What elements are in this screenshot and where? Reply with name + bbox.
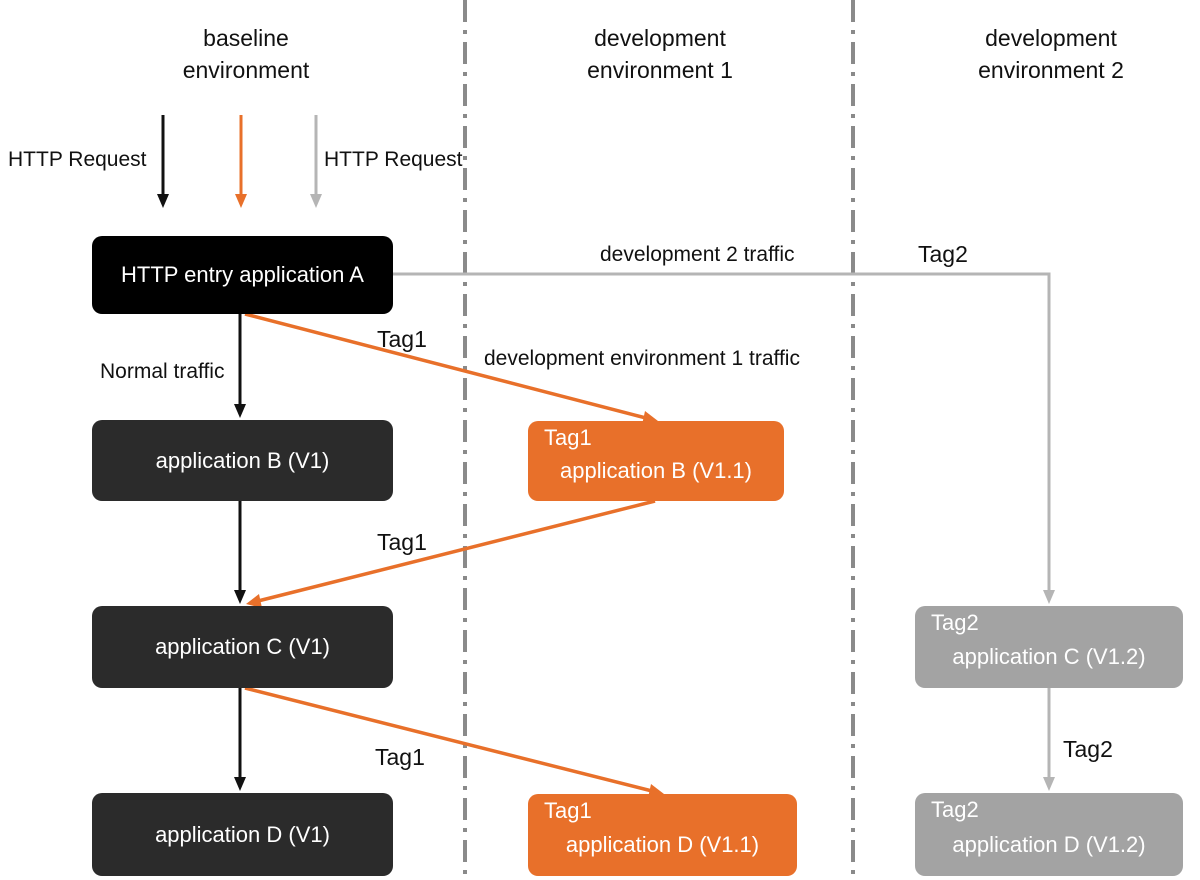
edge-b-to-c: [234, 501, 246, 604]
header-line: development: [985, 25, 1117, 51]
node-application-d-v1-2[interactable]: Tag2 application D (V1.2): [915, 793, 1183, 876]
edge-a-to-b: [234, 314, 246, 418]
node-application-c-v1[interactable]: application C (V1): [92, 606, 393, 688]
request-arrow-black: [157, 115, 169, 208]
tag2-label-top: Tag2: [918, 241, 968, 267]
node-tag: Tag1: [544, 798, 592, 823]
header-line: baseline: [203, 25, 289, 51]
request-arrow-gray: [310, 115, 322, 208]
header-line: environment 1: [587, 57, 733, 83]
node-http-entry-application-a[interactable]: HTTP entry application A: [92, 236, 393, 314]
header-line: environment: [182, 57, 310, 83]
edge-c-v12-to-d-v12: [1043, 688, 1055, 791]
http-request-label-left: HTTP Request: [8, 148, 147, 171]
node-application-d-v1[interactable]: application D (V1): [92, 793, 393, 876]
tag1-label-c-to-d: Tag1: [375, 744, 425, 770]
header-line: development: [594, 25, 726, 51]
edge-c-to-d: [234, 688, 246, 791]
node-label: application C (V1): [155, 634, 330, 659]
header-baseline-environment: baseline environment: [116, 22, 376, 86]
edge-c-to-d-v11: [244, 686, 664, 798]
header-line: environment 2: [978, 57, 1124, 83]
node-application-b-v1[interactable]: application B (V1): [92, 420, 393, 501]
normal-traffic-label: Normal traffic: [100, 360, 225, 383]
node-label: application B (V1): [155, 447, 330, 473]
node-application-c-v1-2[interactable]: Tag2 application C (V1.2): [915, 606, 1183, 688]
development-environment-1-traffic-label: development environment 1 traffic: [484, 347, 800, 370]
edge-a-to-c-v12: [393, 272, 1055, 604]
node-tag: Tag2: [931, 797, 979, 822]
header-development-environment-2: development environment 2: [921, 22, 1181, 86]
node-label: HTTP entry application A: [121, 262, 364, 287]
tag1-label-a-to-b: Tag1: [377, 326, 427, 352]
node-label: application D (V1): [155, 821, 330, 847]
node-label: application C (V1.2): [952, 644, 1146, 669]
node-label: application B (V1.1): [560, 458, 752, 483]
node-application-b-v1-1[interactable]: Tag1 application B (V1.1): [528, 421, 784, 501]
edge-b-v11-to-c: [246, 499, 656, 608]
node-tag: Tag2: [931, 610, 979, 635]
node-application-d-v1-1[interactable]: Tag1 application D (V1.1): [528, 794, 797, 876]
tag2-label-c-to-d: Tag2: [1063, 736, 1113, 762]
http-request-label-right: HTTP Request: [324, 148, 463, 171]
node-label: application D (V1.1): [565, 832, 760, 857]
header-development-environment-1: development environment 1: [530, 22, 790, 86]
request-arrow-orange: [235, 115, 247, 208]
development-2-traffic-label: development 2 traffic: [600, 243, 795, 266]
tag1-label-b-to-c: Tag1: [377, 529, 427, 555]
node-tag: Tag1: [544, 425, 592, 450]
node-label: application D (V1.2): [952, 831, 1146, 857]
